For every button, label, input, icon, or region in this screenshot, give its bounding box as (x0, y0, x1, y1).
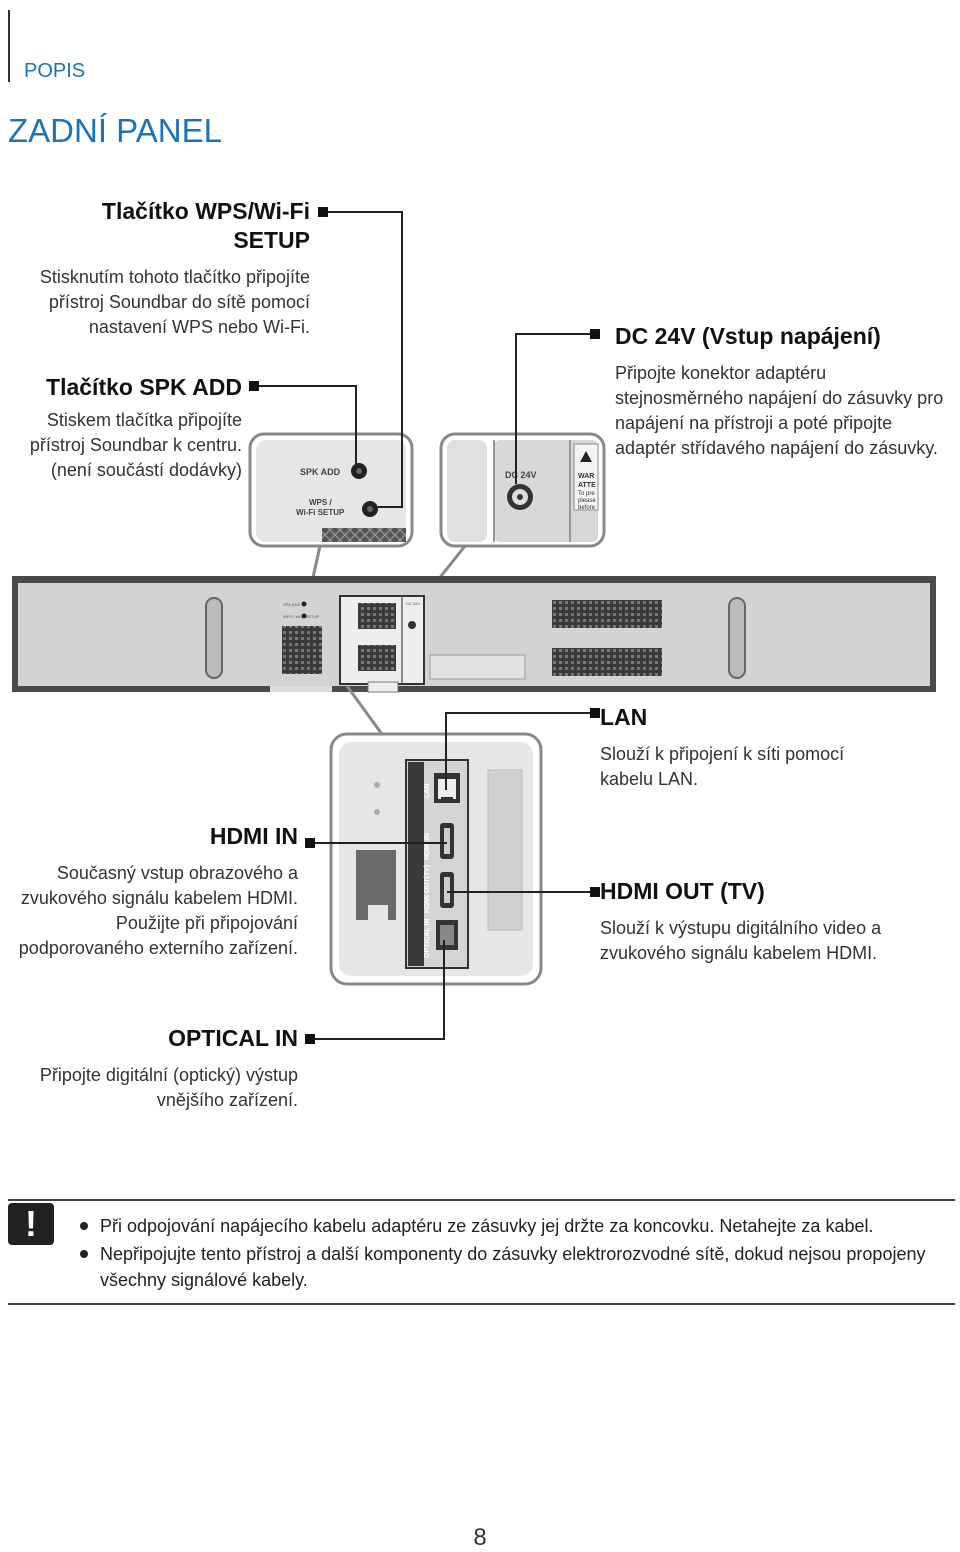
vent-grill (552, 648, 662, 676)
callout-wps: Tlačítko WPS/Wi-Fi SETUP Stisknutím toho… (30, 197, 310, 340)
dc-label: DC 24V (505, 470, 537, 480)
note-list: Při odpojování napájecího kabelu adaptér… (78, 1213, 948, 1295)
leader-lan (445, 712, 595, 790)
wps-button-center (367, 506, 373, 512)
optical-socket (440, 925, 454, 945)
warning-text: ATTE (578, 482, 596, 489)
page-title: ZADNÍ PANEL (8, 112, 222, 149)
vent-grill (552, 600, 662, 628)
mini-wps-button (301, 613, 307, 619)
caution-icon: ! (8, 1203, 54, 1245)
zoom-panel (494, 440, 598, 542)
connector-label-strip (408, 762, 424, 966)
warning-text: WAR (578, 473, 594, 480)
callout-optical: OPTICAL IN Připojte digitální (optický) … (30, 1024, 298, 1113)
callout-lan: LAN Slouží k připojení k síti pomocí kab… (600, 703, 880, 792)
callout-optical-text: Připojte digitální (optický) výstup vněj… (39, 1065, 298, 1110)
callout-marker (590, 329, 600, 339)
callout-lan-title: LAN (600, 704, 648, 730)
dc-jack-pin (517, 494, 523, 500)
mini-dc-jack (408, 621, 416, 629)
callout-marker (305, 1034, 315, 1044)
leader-dc (515, 333, 595, 484)
callout-spk-title: Tlačítko SPK ADD (46, 374, 242, 400)
bay-notch (368, 905, 388, 925)
zoom-panel (447, 440, 487, 542)
warning-triangle-icon (580, 451, 592, 462)
callout-dc: DC 24V (Vstup napájení) Připojte konekto… (615, 322, 950, 461)
lan-port-label: LAN (424, 784, 431, 798)
warning-text: To pre (578, 491, 595, 497)
note-top-rule (8, 1199, 955, 1201)
callout-hdmi-in-text: Současný vstup obrazového a zvukového si… (18, 863, 298, 958)
note-item: Nepřipojujte tento přístroj a další komp… (78, 1241, 948, 1293)
callout-marker (249, 381, 259, 391)
wall-mount-slot (728, 597, 746, 679)
body-foot (270, 686, 332, 692)
leader-optical (310, 940, 445, 1040)
callout-hdmi-in: HDMI IN Současný vstup obrazového a zvuk… (14, 822, 298, 961)
label-plate (429, 654, 526, 680)
lan-port-tab (441, 797, 453, 802)
hdmi-in-socket (444, 828, 450, 854)
mini-dc-label: DC 24V (406, 601, 420, 606)
hdmi-out-port-label: HDMI OUT(TV) (424, 865, 431, 913)
callout-hdmi-in-title: HDMI IN (209, 823, 298, 849)
callout-spk-text: Stiskem tlačítka připojíte přístroj Soun… (29, 410, 242, 480)
callout-dc-text: Připojte konektor adaptéru stejnosměrnéh… (615, 363, 944, 458)
vent-grill (282, 626, 322, 674)
vent-grill (358, 603, 396, 629)
leader-spk (254, 385, 357, 471)
callout-marker (305, 838, 315, 848)
mini-spk-button (301, 601, 307, 607)
spk-add-button-center (356, 468, 362, 474)
mini-wps-label: WPS / Wi-Fi SETUP (283, 614, 320, 619)
section-label: POPIS (24, 60, 86, 82)
zoom-grill (322, 528, 406, 542)
mini-spk-label: SPK ADD (283, 602, 300, 607)
hdmi-out-socket (444, 877, 450, 903)
callout-hdmi-out: HDMI OUT (TV) Slouží k výstupu digitální… (600, 877, 900, 966)
wps-label-1: WPS / (309, 498, 332, 507)
recess-tab (367, 681, 399, 693)
optical-port-label: OPTICAL IN (424, 918, 431, 958)
wall-mount-slot (205, 597, 223, 679)
zoom-panel (256, 440, 406, 542)
vent-grill (358, 645, 396, 671)
hdmi-in-port-label: HDMI IN (424, 833, 431, 860)
callout-hdmi-out-text: Slouží k výstupu digitálního video a zvu… (600, 918, 882, 963)
callout-optical-title: OPTICAL IN (168, 1025, 298, 1051)
spk-add-label: SPK ADD (300, 467, 341, 477)
leader-wps (318, 211, 403, 508)
callout-lan-text: Slouží k připojení k síti pomocí kabelu … (600, 744, 845, 789)
callout-dc-title: DC 24V (Vstup napájení) (615, 323, 881, 349)
callout-marker (318, 207, 328, 217)
page-number: 8 (473, 1524, 487, 1551)
callout-wps-text: Stisknutím tohoto tlačítko připojíte pří… (39, 267, 310, 337)
callout-marker (590, 887, 600, 897)
callout-spk: Tlačítko SPK ADD Stiskem tlačítka připoj… (24, 373, 242, 483)
wps-label-2: Wi-Fi SETUP (296, 508, 345, 517)
section-marker (8, 10, 10, 82)
note-bottom-rule (8, 1303, 955, 1305)
side-panel (487, 769, 523, 931)
note-item: Při odpojování napájecího kabelu adaptér… (78, 1213, 948, 1239)
warning-text: please (578, 498, 596, 504)
warning-text: before (578, 505, 596, 511)
screw-hole (374, 782, 380, 788)
callout-wps-title: Tlačítko WPS/Wi-Fi SETUP (101, 198, 310, 253)
callout-marker (590, 708, 600, 718)
callout-hdmi-out-title: HDMI OUT (TV) (600, 878, 765, 904)
screw-hole (374, 809, 380, 815)
warning-label (573, 443, 599, 511)
